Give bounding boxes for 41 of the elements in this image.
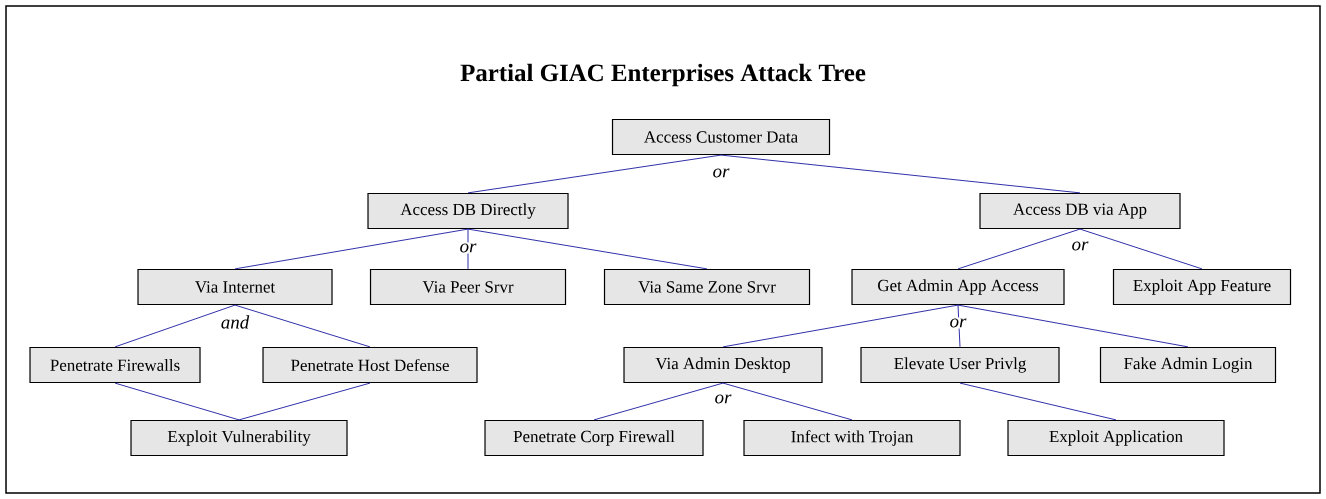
- gate-label: or: [711, 167, 731, 179]
- connector-line: [234, 304, 371, 348]
- gate-label: or: [458, 242, 478, 254]
- goal-box: Penetrate Host Defense: [262, 346, 478, 384]
- goal-box: Access DB Directly: [367, 192, 569, 230]
- goal-box: Access Customer Data: [611, 118, 831, 156]
- connector-line: [959, 382, 1117, 421]
- goal-box: Exploit App Feature: [1112, 268, 1292, 306]
- connector-line: [1079, 228, 1203, 270]
- connector-line: [114, 382, 240, 421]
- connector-line: [238, 382, 371, 421]
- goal-box: Via Same Zone Srvr: [603, 268, 811, 306]
- gate-label: or: [1070, 240, 1090, 252]
- title: Partial GIAC Enterprises Attack Tree: [460, 63, 866, 87]
- connector-line: [114, 304, 236, 348]
- goal-box: Exploit Vulnerability: [130, 419, 348, 457]
- goal-box: Penetrate Corp Firewall: [484, 419, 704, 457]
- connector-line: [720, 154, 1081, 194]
- gate-label: and: [219, 314, 251, 330]
- goal-box: Exploit Application: [1007, 419, 1225, 457]
- connector-line: [467, 228, 708, 270]
- goal-box: Penetrate Firewalls: [29, 346, 201, 384]
- goal-box: Access DB via App: [979, 192, 1181, 230]
- connector-line: [234, 228, 469, 270]
- connector-line: [957, 228, 1081, 270]
- connector-line: [957, 304, 1189, 348]
- goal-box: Fake Admin Login: [1099, 346, 1277, 384]
- goal-box: Via Admin Desktop: [623, 346, 823, 384]
- goal-box: Infect with Trojan: [743, 419, 961, 457]
- goal-box: Elevate User Privlg: [860, 346, 1060, 384]
- goal-box: Via Internet: [137, 268, 333, 306]
- goal-box: Via Peer Srvr: [369, 268, 567, 306]
- connector-line: [467, 154, 722, 194]
- connector-line: [593, 382, 724, 421]
- connector-line: [722, 304, 959, 348]
- connector-line: [957, 304, 961, 348]
- connector-line: [467, 228, 469, 270]
- gate-label: or: [948, 317, 968, 329]
- gate-label: or: [713, 393, 733, 405]
- connector-line: [722, 382, 853, 421]
- goal-box: Get Admin App Access: [851, 268, 1065, 306]
